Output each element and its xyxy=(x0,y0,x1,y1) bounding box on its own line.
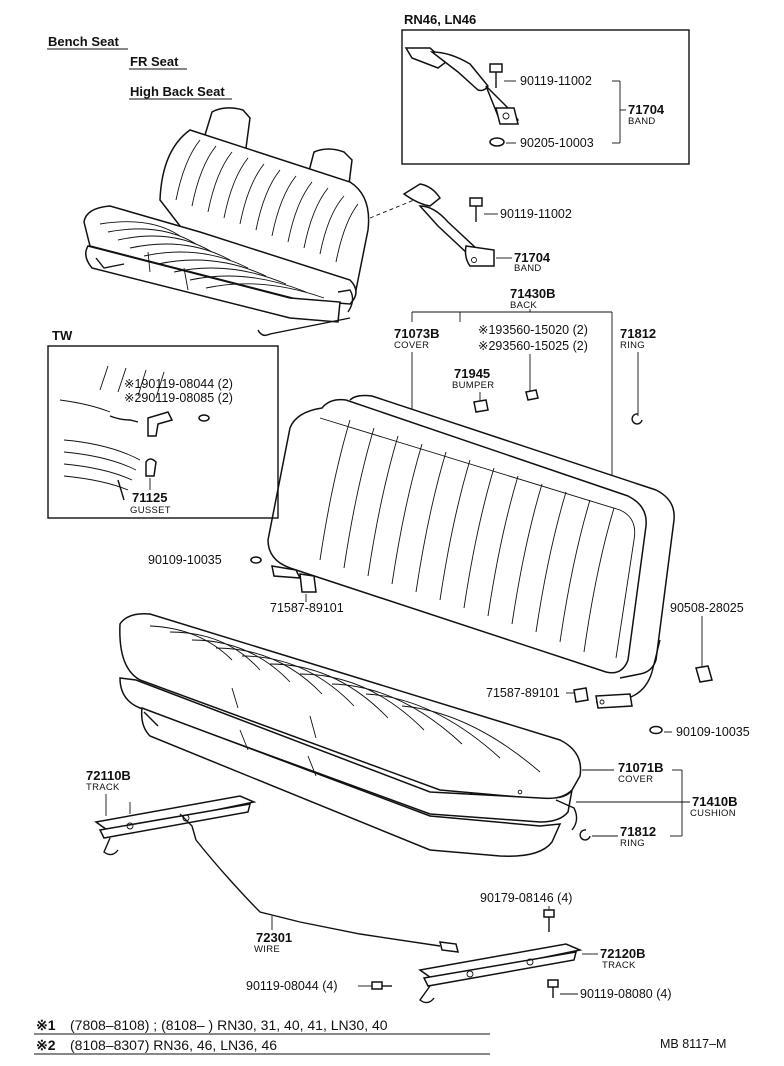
wire-name: WIRE xyxy=(254,944,280,955)
diagram-code: MB 8117–M xyxy=(660,1037,726,1051)
high-back-seat-illustration xyxy=(83,107,370,337)
screw-label-1: ※193560-15020 (2) xyxy=(478,323,588,337)
seat-cushion-illustration xyxy=(119,612,582,857)
cushion-name: CUSHION xyxy=(690,808,736,819)
cushion-cover-name: COVER xyxy=(618,774,653,785)
band-name: BAND xyxy=(514,263,542,274)
bumper-name: BUMPER xyxy=(452,380,494,391)
footnote-1-mark: ※1 xyxy=(36,1017,56,1033)
track-left-number: 72110B xyxy=(86,768,131,783)
bolt-track-top-label: 90179-08146 (4) xyxy=(480,891,572,905)
bolt-right-label: 90109-10035 xyxy=(676,725,750,739)
ring-upper-number: 71812 xyxy=(620,326,656,341)
inset-rn46-band-number: 71704 xyxy=(628,102,665,117)
screw-label-2: ※293560-15025 (2) xyxy=(478,339,588,353)
pin-label: 90508-28025 xyxy=(670,601,744,615)
ring-lower-number: 71812 xyxy=(620,824,656,839)
footnotes: ※1 (7808–8108) ; (8108– ) RN30, 31, 40, … xyxy=(34,1017,490,1055)
wire-end xyxy=(439,941,459,953)
header-fr-seat: FR Seat xyxy=(130,54,179,69)
inset-tw-title: TW xyxy=(52,328,73,343)
back-number: 71430B xyxy=(510,286,556,301)
inset-rn46-title: RN46, LN46 xyxy=(404,12,476,27)
track-right-illustration xyxy=(371,909,583,1004)
bracket-right-label: 71587-89101 xyxy=(486,686,560,700)
right-labels: 90109-10035 71587-89101 90508-28025 7158… xyxy=(148,553,750,849)
wire-illustration xyxy=(195,839,441,947)
inset-tw-frame xyxy=(47,345,279,519)
footnote-1-text: (7808–8108) ; (8108– ) RN30, 31, 40, 41,… xyxy=(70,1017,388,1033)
band-assembly: 90119-11002 71704 BAND xyxy=(402,183,572,274)
band-number: 71704 xyxy=(514,250,551,265)
inset-tw-gusset-number: 71125 xyxy=(132,490,167,505)
bolt-track-left-label: 90119-08044 (4) xyxy=(246,979,338,993)
inset-rn46-frame xyxy=(401,29,690,165)
ring-upper-name: RING xyxy=(620,340,645,351)
track-right-number: 72120B xyxy=(600,946,646,961)
inset-rn46-bolt-label: 90119-11002 xyxy=(520,74,592,88)
leader-high-back-to-band xyxy=(369,199,415,219)
bolt-left-label: 90109-10035 xyxy=(148,553,222,567)
footnote-2-mark: ※2 xyxy=(36,1037,56,1053)
ring-lower-name: RING xyxy=(620,838,645,849)
inset-tw-gusset-name: GUSSET xyxy=(130,505,171,516)
track-left-illustration xyxy=(94,795,257,856)
seat-back-illustration xyxy=(267,394,675,709)
back-label-group: 71430B BACK 71073B COVER ※193560-15020 (… xyxy=(394,286,656,478)
inset-tw-bolt2: ※290119-08085 (2) xyxy=(124,391,233,405)
inset-rn46-band-name: BAND xyxy=(628,116,656,127)
inset-rn46-nut-label: 90205-10003 xyxy=(520,136,594,150)
wire-number: 72301 xyxy=(256,930,292,945)
footnote-2-text: (8108–8307) RN36, 46, LN36, 46 xyxy=(70,1037,277,1053)
bracket-left-label: 71587-89101 xyxy=(270,601,344,615)
inset-tw: TW ※190119-08044 (2) ※290119-08085 (2) 7… xyxy=(47,328,279,519)
header-high-back-seat: High Back Seat xyxy=(130,84,225,99)
back-cover-number: 71073B xyxy=(394,326,440,341)
inset-tw-bolt1: ※190119-08044 (2) xyxy=(124,377,233,391)
track-left-name: TRACK xyxy=(86,782,120,793)
cushion-number: 71410B xyxy=(692,794,738,809)
cushion-cover-number: 71071B xyxy=(618,760,664,775)
bumper-number: 71945 xyxy=(454,366,490,381)
bolt-track-right-label: 90119-08080 (4) xyxy=(580,987,672,1001)
band-bolt-label: 90119-11002 xyxy=(500,207,572,221)
track-right-name: TRACK xyxy=(602,960,636,971)
inset-rn46: RN46, LN46 90119-11002 90205-10003 71704… xyxy=(401,12,690,165)
back-name: BACK xyxy=(510,300,537,311)
back-cover-name: COVER xyxy=(394,340,429,351)
header-bench-seat: Bench Seat xyxy=(48,34,119,49)
